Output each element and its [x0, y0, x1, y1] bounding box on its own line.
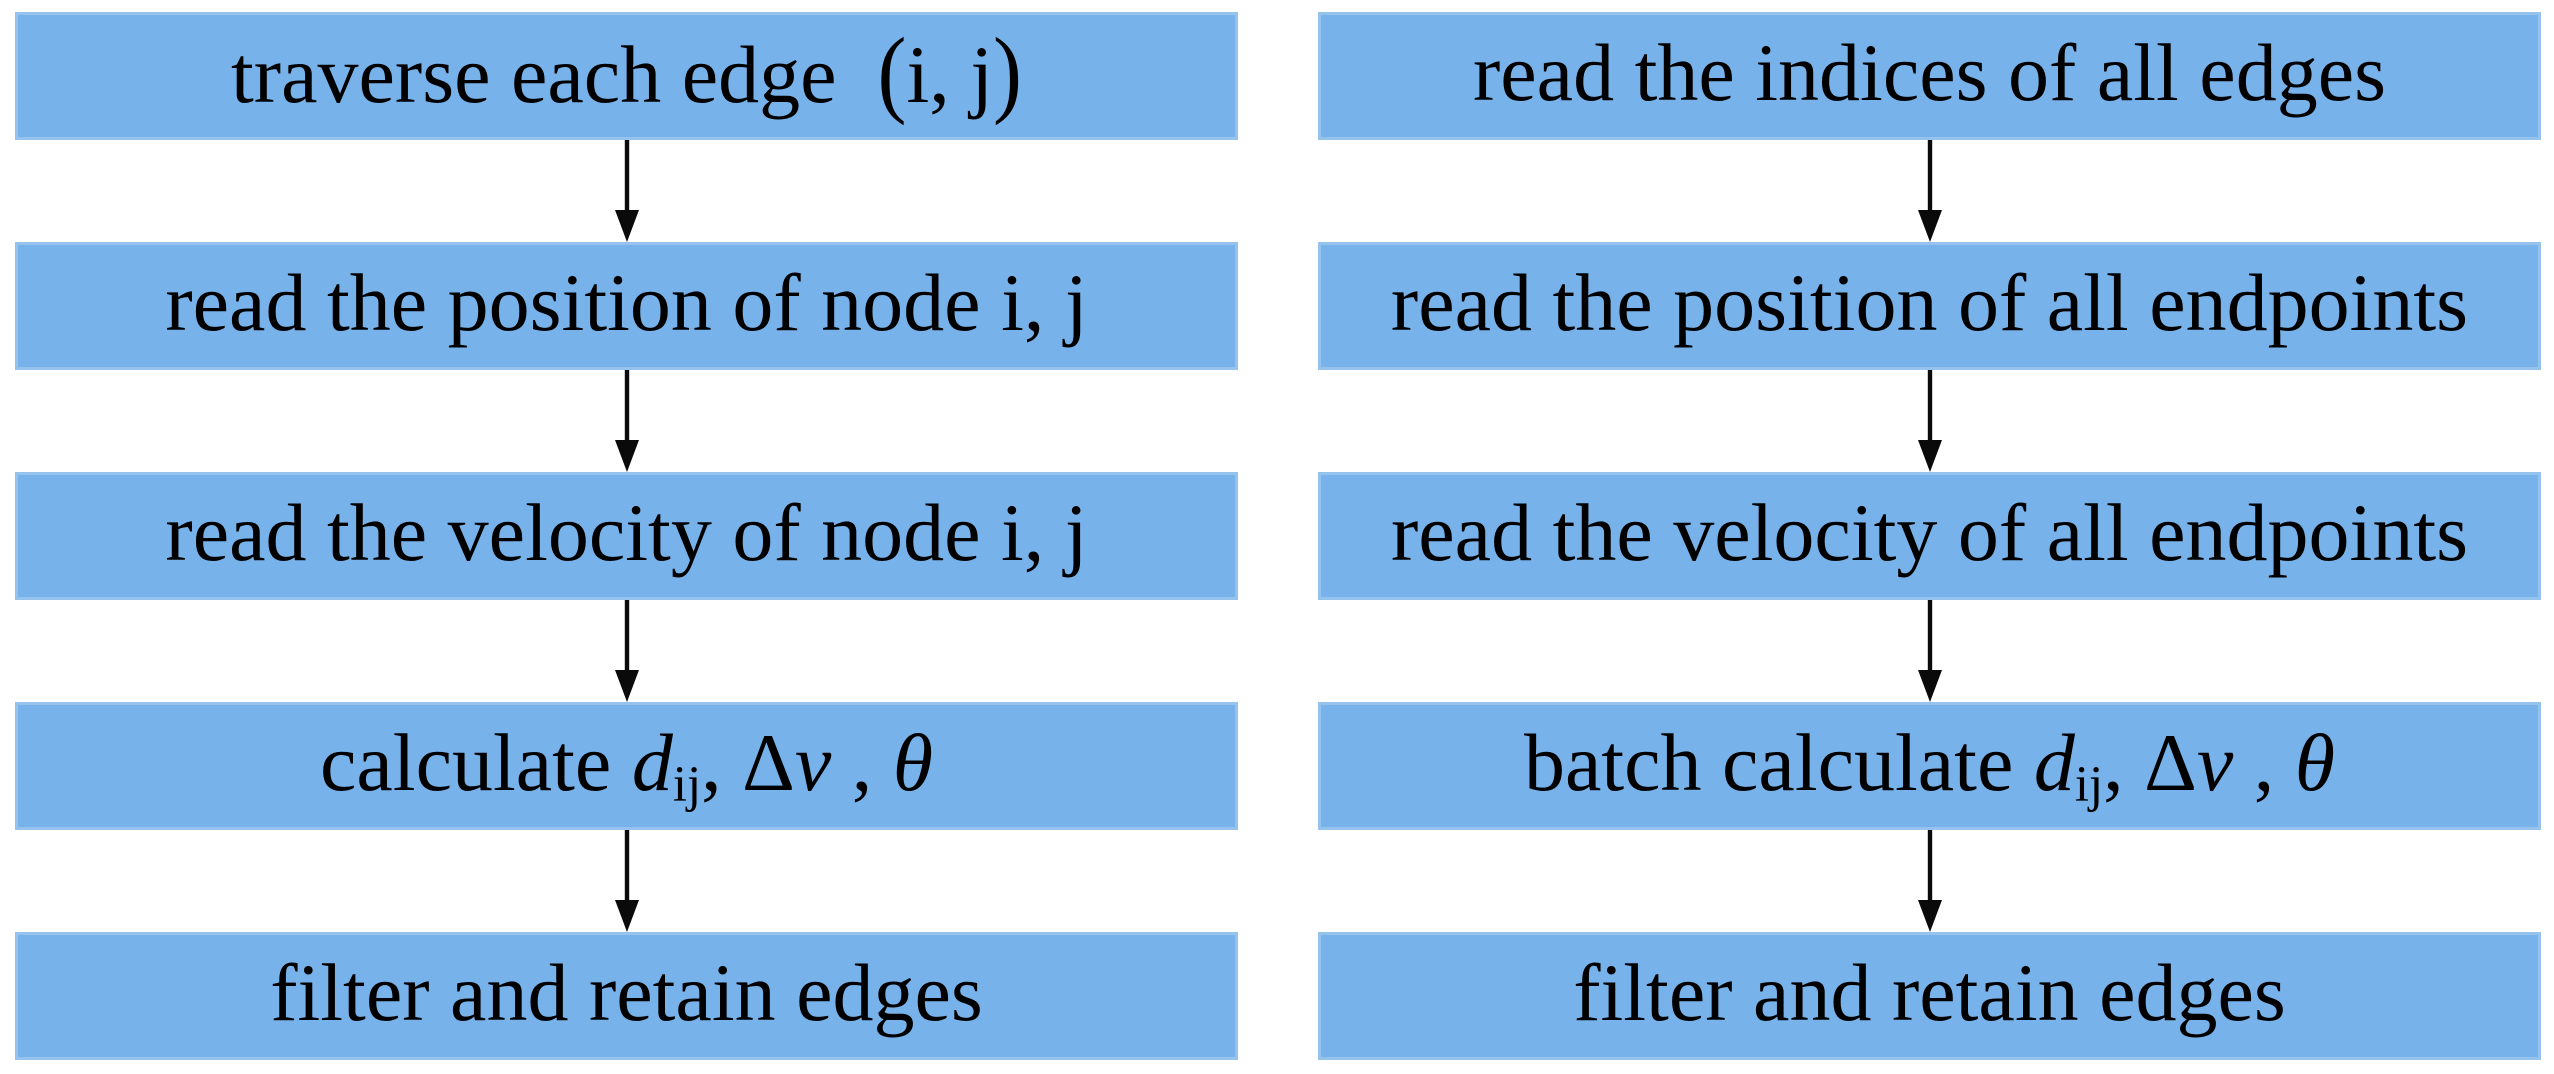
flow-step-label: read the position of all endpoints	[1390, 257, 2469, 348]
down-arrow-icon	[15, 830, 1238, 932]
flow-column-left: traverse each edge (i, j) read the posit…	[15, 12, 1238, 1074]
down-arrow-icon	[15, 370, 1238, 472]
flow-step-box: read the position of node i, j	[15, 242, 1238, 370]
flow-step-box: read the indices of all edges	[1318, 12, 2541, 140]
flow-step-label: traverse each edge (i, j)	[231, 17, 1022, 126]
flow-step-label: calculate dij, Δv , θ	[320, 717, 933, 813]
flow-step-box: filter and retain edges	[15, 932, 1238, 1060]
down-arrow-icon	[1318, 830, 2541, 932]
down-arrow-icon	[1318, 370, 2541, 472]
flow-step-label: read the velocity of node i, j	[165, 487, 1088, 578]
flow-step-box: read the position of all endpoints	[1318, 242, 2541, 370]
flow-step-label: read the velocity of all endpoints	[1390, 487, 2469, 578]
down-arrow-icon	[1318, 600, 2541, 702]
flow-step-box: filter and retain edges	[1318, 932, 2541, 1060]
flow-step-box: calculate dij, Δv , θ	[15, 702, 1238, 830]
flow-step-label: filter and retain edges	[1573, 947, 2286, 1038]
down-arrow-icon	[15, 600, 1238, 702]
flow-step-box: read the velocity of node i, j	[15, 472, 1238, 600]
down-arrow-icon	[15, 140, 1238, 242]
flow-step-label: read the position of node i, j	[165, 257, 1088, 348]
flow-step-label: filter and retain edges	[270, 947, 983, 1038]
flow-step-label: read the indices of all edges	[1472, 27, 2386, 118]
flow-step-label: batch calculate dij, Δv , θ	[1523, 717, 2336, 813]
flow-step-box: read the velocity of all endpoints	[1318, 472, 2541, 600]
flow-step-box: batch calculate dij, Δv , θ	[1318, 702, 2541, 830]
flow-column-right: read the indices of all edges read the p…	[1318, 12, 2541, 1074]
flow-step-box: traverse each edge (i, j)	[15, 12, 1238, 140]
down-arrow-icon	[1318, 140, 2541, 242]
